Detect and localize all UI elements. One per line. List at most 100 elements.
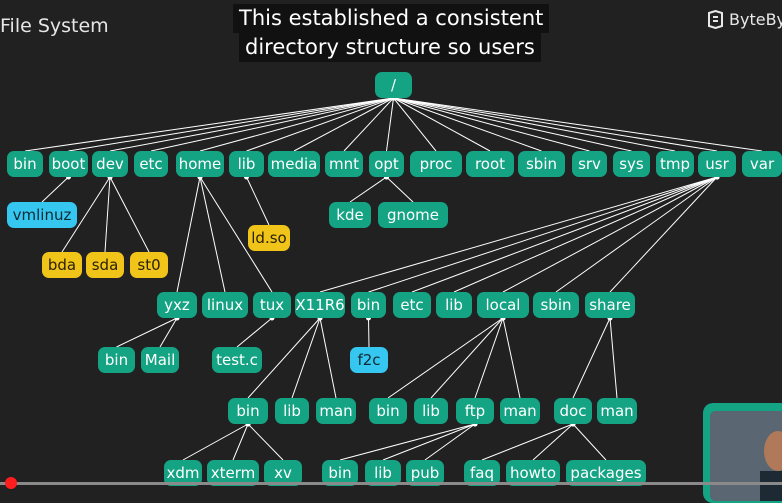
tree-edge-x11r6-xlib [291,317,321,399]
tree-edge-root-sys [393,97,632,152]
tree-node-xman: man [316,398,356,424]
tree-node-flib: lib [365,460,401,486]
tree-node-mail: Mail [141,347,179,373]
tree-node-local: local [477,292,529,318]
tree-node-llib: lib [414,398,448,424]
presenter-video [710,411,782,501]
tree-edge-yxz-ybin [116,317,178,348]
tree-edge-opt-gnome [386,176,414,203]
tree-node-testc: test.c [212,347,262,373]
tree-edge-local-lman [502,317,521,399]
tree-edge-x11r6-xman [319,317,337,399]
brand-name: ByteBy [729,10,782,29]
tree-edge-ftp-pub [424,423,476,461]
tree-node-tux: tux [253,292,291,318]
tree-node-ybin: bin [98,347,135,373]
tree-edge-root-srv [393,97,590,152]
tree-node-var: var [742,151,782,177]
tree-node-lman: man [500,398,540,424]
tree-node-howto: howto [506,460,560,486]
tree-node-ulib: lib [436,292,472,318]
tree-node-usr: usr [698,151,736,177]
tree-edge-usr-local [502,176,718,293]
tree-edge-root-proc [393,97,437,152]
tree-node-ftp: ftp [456,398,494,424]
tree-edge-xbin-xterm [232,423,249,461]
tree-edge-xbin-xdm [182,423,249,461]
tree-edge-home-linux [199,176,226,293]
tree-node-doc: doc [554,398,592,424]
tree-node-share: share [585,292,635,318]
tree-node-media: media [268,151,320,177]
tree-node-home: home [176,151,224,177]
tree-node-usbin: sbin [533,292,579,318]
tree-node-fbin: bin [322,460,358,486]
tree-edge-root-opt [386,97,394,152]
tree-node-f2c: f2c [350,347,388,373]
tree-edge-usr-share [609,176,718,293]
tree-edge-doc-howto [532,423,574,461]
tree-node-xv: xv [264,460,302,486]
tree-node-packages: packages [566,460,646,486]
tree-node-gnome: gnome [378,202,448,228]
tree-edge-ubin-f2c [368,317,370,348]
tree-edge-usr-x11r6 [319,176,718,293]
tree-node-root: / [375,72,412,98]
tree-edge-tux-testc [236,317,273,348]
tree-node-x11r6: X11R6 [295,292,345,318]
brand-logo: ByteBy [707,10,782,29]
tree-edge-root-boot [68,97,394,152]
caption-line-2: directory structure so users [239,33,541,62]
tree-edge-dev-bda [61,176,111,253]
tree-node-dev: dev [92,151,128,177]
tree-node-linux: linux [202,292,248,318]
tree-edge-root-var [393,97,763,152]
tree-edge-root-lib [246,97,394,152]
tree-node-xdm: xdm [164,460,202,486]
tree-edge-root-sbin [393,97,542,152]
tree-edge-local-llib [430,317,504,399]
tree-node-sman: man [597,398,637,424]
video-progress-knob[interactable] [4,477,17,489]
tree-edge-ftp-fbin [339,423,476,461]
tree-edge-root-tmp [393,97,676,152]
webcam-overlay [703,403,782,503]
tree-edge-boot-vmlinuz [41,176,69,203]
tree-node-faq: faq [464,460,500,486]
page-title: File System [0,15,109,37]
tree-edge-local-lbin [387,317,504,399]
tree-edge-ftp-flib [382,423,476,461]
tree-edge-root-etc [150,97,394,152]
tree-edge-share-sman [609,317,618,399]
tree-edge-lib-ldso [246,176,270,226]
tree-node-ubin: bin [351,292,386,318]
tree-edge-yxz-mail [159,317,178,348]
tree-edge-usr-ubin [368,176,718,293]
tree-node-sda: sda [86,252,124,278]
tree-edge-usr-uetc [411,176,718,293]
tree-node-bda: bda [42,252,82,278]
tree-edge-opt-kde [349,176,387,203]
tree-node-proc: proc [410,151,462,177]
tree-node-lib: lib [229,151,264,177]
tree-edge-doc-faq [481,423,574,461]
tree-node-yxz: yxz [157,292,197,318]
tree-node-rootdir: root [466,151,514,177]
tree-edge-root-rootdir [393,97,491,152]
bytebytego-logo-icon [708,10,723,29]
tree-node-srv: srv [572,151,607,177]
tree-edge-share-doc [572,317,611,399]
tree-edge-home-tux [199,176,273,293]
tree-node-sys: sys [613,151,650,177]
tree-node-pub: pub [406,460,444,486]
video-progress-bar[interactable] [0,482,782,485]
tree-edge-doc-packages [572,423,607,461]
tree-edge-root-bin [24,97,394,152]
tree-edge-root-usr [393,97,718,152]
tree-node-kde: kde [329,202,371,228]
tree-edge-root-home [199,97,394,152]
caption-line-1: This established a consistent [233,4,550,33]
tree-node-bin: bin [7,151,43,177]
tree-edge-root-media [293,97,394,152]
tree-edge-root-dev [109,97,394,152]
